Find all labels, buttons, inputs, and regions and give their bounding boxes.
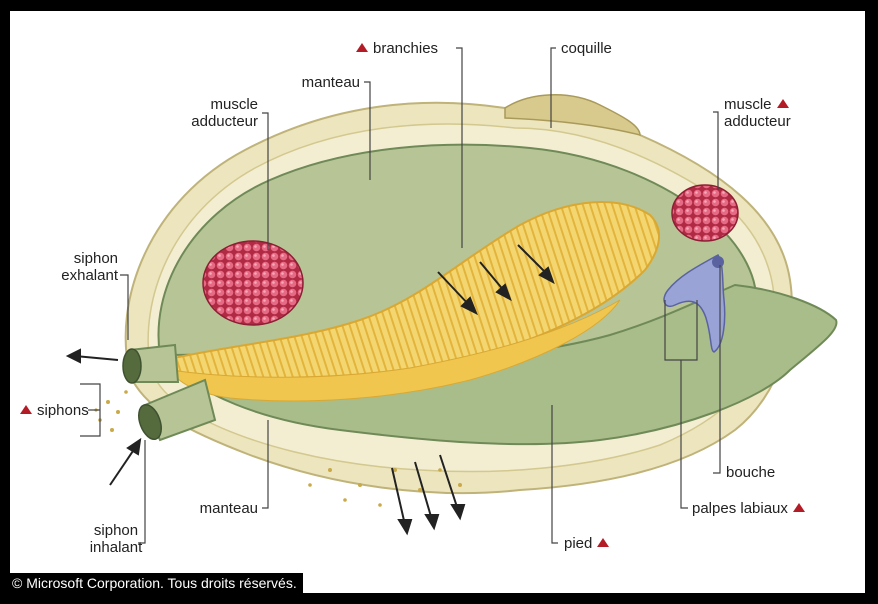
label-siphon-exhalant: siphon exhalant bbox=[40, 250, 118, 284]
highlight-marker-icon bbox=[793, 503, 805, 512]
exhalant-siphon-opening bbox=[123, 349, 141, 383]
label-siphons: siphons bbox=[20, 402, 89, 419]
label-manteau-top: manteau bbox=[292, 74, 360, 91]
label-coquille: coquille bbox=[561, 40, 612, 57]
adductor-muscle-right bbox=[672, 185, 738, 241]
copyright-notice: © Microsoft Corporation. Tous droits rés… bbox=[10, 573, 303, 594]
highlight-marker-icon bbox=[777, 99, 789, 108]
label-bouche: bouche bbox=[726, 464, 775, 481]
label-siphon-inhalant: siphon inhalant bbox=[86, 522, 146, 556]
highlight-marker-icon bbox=[20, 405, 32, 414]
label-muscle-adducteur-right: muscle adducteur bbox=[724, 96, 791, 130]
label-muscle-adducteur-left: muscle adducteur bbox=[176, 96, 258, 130]
label-branchies: branchies bbox=[356, 40, 438, 57]
highlight-marker-icon bbox=[597, 538, 609, 547]
label-palpes-labiaux: palpes labiaux bbox=[692, 500, 805, 517]
label-manteau-bottom: manteau bbox=[186, 500, 258, 517]
mouth bbox=[712, 256, 724, 268]
highlight-marker-icon bbox=[356, 43, 368, 52]
adductor-muscle-left bbox=[203, 241, 303, 325]
label-pied: pied bbox=[564, 535, 609, 552]
